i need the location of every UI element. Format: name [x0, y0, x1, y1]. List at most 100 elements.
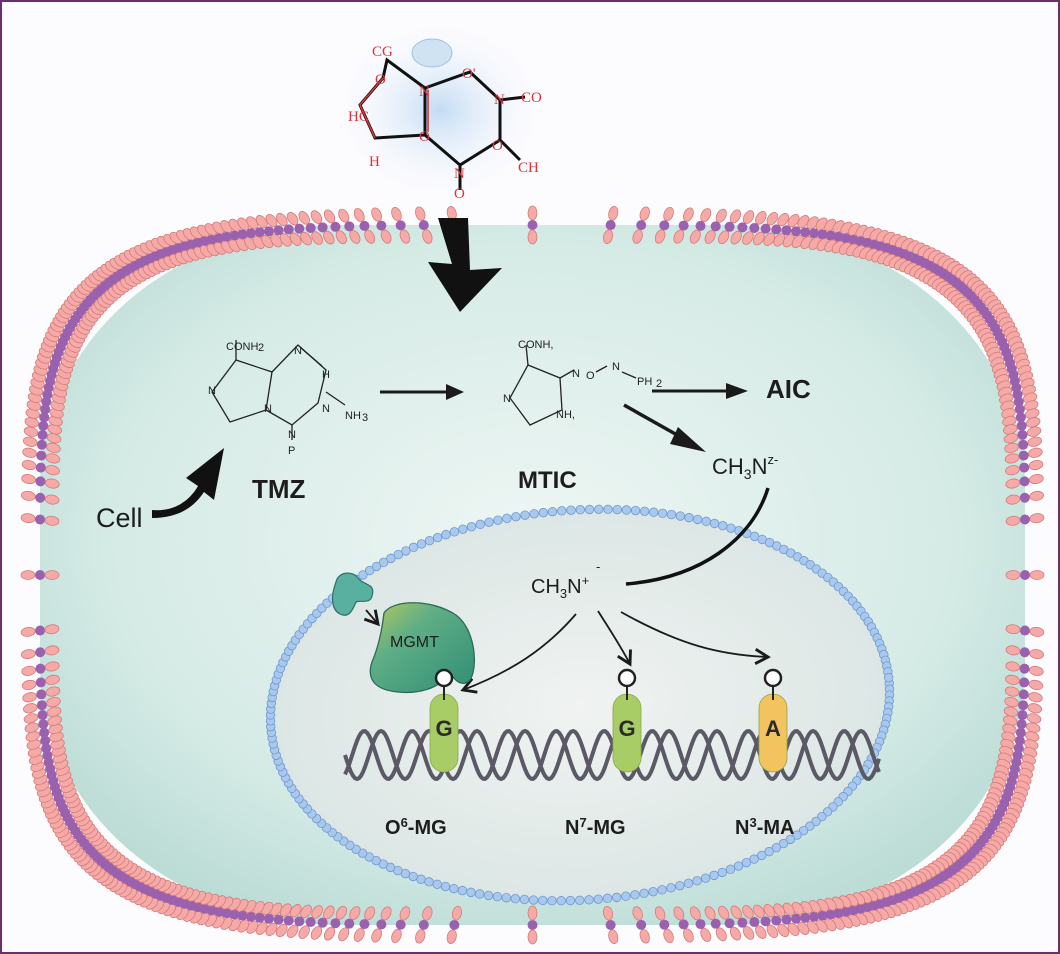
envelope-bead: [538, 507, 549, 518]
lipid-head: [44, 661, 60, 672]
envelope-bead: [492, 891, 503, 902]
lipid-head: [349, 229, 361, 244]
envelope-bead: [718, 521, 728, 531]
envelope-bead: [675, 880, 685, 891]
methyldiazonium-label: CH3Nz-: [712, 452, 778, 482]
lipid-head: [44, 645, 60, 656]
lipid-tail: [344, 918, 355, 929]
lipid-tail: [35, 663, 46, 674]
envelope-bead: [612, 504, 622, 515]
lipid-head: [742, 231, 754, 245]
envelope-bead: [621, 891, 631, 901]
lipid-head: [766, 211, 779, 226]
lipid-head: [608, 929, 619, 944]
lipid-tail: [527, 220, 538, 230]
lipid-head: [1004, 686, 1020, 697]
mgmt-label: MGMT: [390, 634, 439, 651]
lipid-head: [279, 233, 292, 247]
atom: 2: [258, 342, 264, 354]
lipid-tail: [35, 677, 46, 688]
lipid-tail: [273, 914, 284, 925]
lipid-tail: [237, 229, 248, 240]
lipid-tail: [418, 220, 429, 231]
mtic-structure: [509, 344, 637, 426]
lipid-tail: [737, 222, 748, 233]
lipid-head: [797, 921, 810, 935]
lipid-head: [715, 927, 727, 942]
cell-membrane: [20, 205, 1045, 945]
lipid-tail: [1020, 570, 1030, 580]
envelope-bead: [701, 516, 711, 527]
lipid-head: [763, 904, 776, 918]
lipid-tail: [294, 916, 305, 927]
methyl-group-icon: [434, 668, 454, 688]
envelope-bead: [565, 895, 576, 906]
lipid-tail: [781, 225, 792, 236]
envelope-bead: [684, 512, 694, 523]
envelope-bead: [602, 893, 613, 904]
atom: N: [208, 385, 216, 397]
lipid-head: [380, 906, 392, 921]
lipid-tail: [659, 220, 670, 231]
svg-text:CH3Nz-: CH3Nz-: [712, 452, 778, 482]
lipid-head: [1028, 474, 1044, 485]
lipid-head: [20, 570, 36, 580]
lipid-head: [46, 706, 62, 717]
lipid-head: [663, 928, 674, 944]
lipid-tail: [636, 919, 647, 930]
envelope-bead: [424, 877, 434, 887]
lipid-head: [718, 905, 730, 920]
lipid-head: [1005, 570, 1021, 580]
envelope-bead: [593, 894, 603, 904]
lipid-head: [1028, 692, 1043, 703]
atom: O: [586, 370, 595, 382]
lipid-tail: [245, 228, 256, 239]
lipid-tail: [825, 230, 836, 241]
envelope-bead: [557, 506, 567, 516]
lipid-head: [1005, 478, 1021, 489]
lipid-tail: [229, 230, 240, 241]
lipid-tail: [1019, 647, 1030, 658]
lipid-head: [1003, 433, 1019, 444]
lipid-head: [753, 231, 765, 246]
lipid-head: [639, 206, 650, 221]
tmz-label: TMZ: [252, 474, 306, 504]
atom: N: [572, 368, 580, 380]
lipid-head: [289, 232, 302, 246]
lipid-tail: [710, 221, 721, 232]
envelope-bead: [630, 890, 640, 900]
envelope-bead: [502, 513, 512, 524]
lipid-tail: [40, 404, 51, 415]
envelope-bead: [449, 883, 459, 894]
lipid-head: [1028, 459, 1044, 471]
svg-text:-: -: [596, 559, 600, 574]
envelope-bead: [709, 518, 720, 529]
lipid-head: [44, 478, 60, 489]
lipid-head: [22, 436, 38, 447]
atom: N: [503, 393, 511, 405]
lipid-tail: [376, 919, 387, 930]
lipid-tail: [359, 919, 370, 930]
dna-strand: [343, 729, 881, 781]
lipid-head: [608, 206, 619, 221]
lipid-head: [446, 929, 457, 944]
atom: O: [454, 186, 465, 202]
atom: N: [322, 403, 330, 415]
lipid-tail: [1014, 404, 1025, 415]
envelope-bead: [594, 504, 604, 514]
mgmt-fragment-icon: [331, 572, 374, 616]
base-a-3: A: [758, 668, 788, 773]
lipid-tail: [1015, 412, 1026, 423]
atom: CG: [372, 44, 393, 60]
lipid-tail: [1017, 710, 1028, 721]
lipid-head: [1029, 490, 1044, 501]
lipid-head: [45, 674, 60, 685]
lipid-tail: [37, 429, 48, 440]
atom: 2: [656, 378, 662, 390]
lipid-tail: [1016, 420, 1027, 431]
tmz-atoms: CONH 2 N N H N N NH 3 N P: [208, 341, 368, 457]
lipid-head: [1005, 515, 1021, 526]
lipid-head: [1029, 626, 1045, 637]
envelope-bead: [424, 535, 435, 546]
